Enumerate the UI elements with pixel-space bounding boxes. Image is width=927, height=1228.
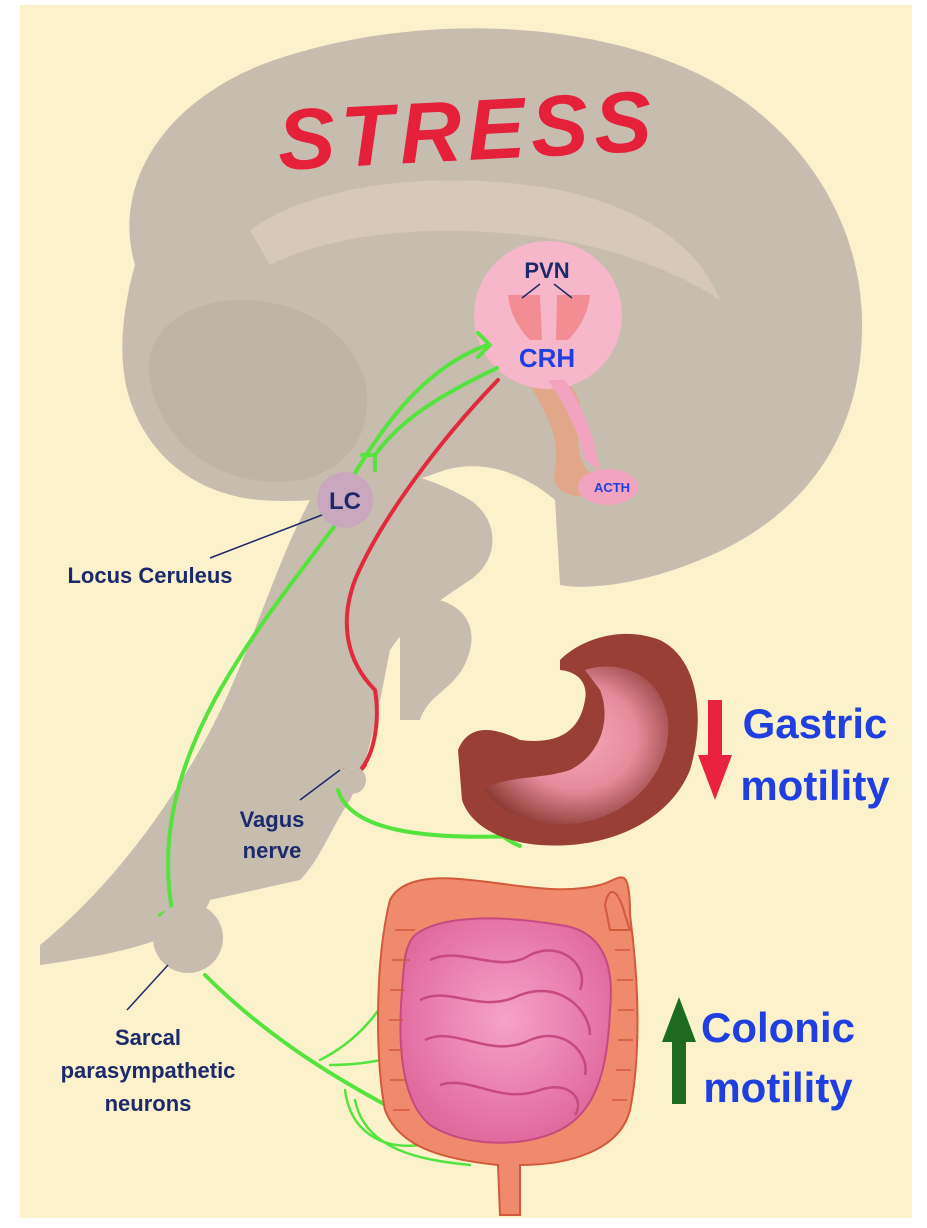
- vagus-label-line2: nerve: [243, 838, 302, 863]
- crh-label: CRH: [519, 343, 575, 373]
- sarcal-label-line2: parasympathetic: [61, 1058, 236, 1083]
- sarcal-circle: [153, 903, 223, 973]
- lc-label: LC: [329, 488, 361, 515]
- pvn-label: PVN: [524, 258, 569, 283]
- small-intestine: [400, 918, 610, 1142]
- colonic-label-line2: motility: [703, 1064, 853, 1111]
- colonic-label-line1: Colonic: [701, 1004, 855, 1051]
- sarcal-label-line1: Sarcal: [115, 1025, 181, 1050]
- vagus-label-line1: Vagus: [240, 807, 305, 832]
- colonic-arrow-shaft: [672, 1040, 686, 1104]
- acth-label: ACTH: [594, 480, 630, 495]
- sarcal-label-line3: neurons: [105, 1091, 192, 1116]
- gastric-label-line1: Gastric: [743, 700, 888, 747]
- gastric-arrow-shaft: [708, 700, 722, 762]
- vagus-circle: [338, 766, 366, 794]
- stress-title: STRESS: [275, 73, 660, 189]
- locus-ceruleus-label: Locus Ceruleus: [67, 563, 232, 588]
- gastric-label-line2: motility: [740, 762, 890, 809]
